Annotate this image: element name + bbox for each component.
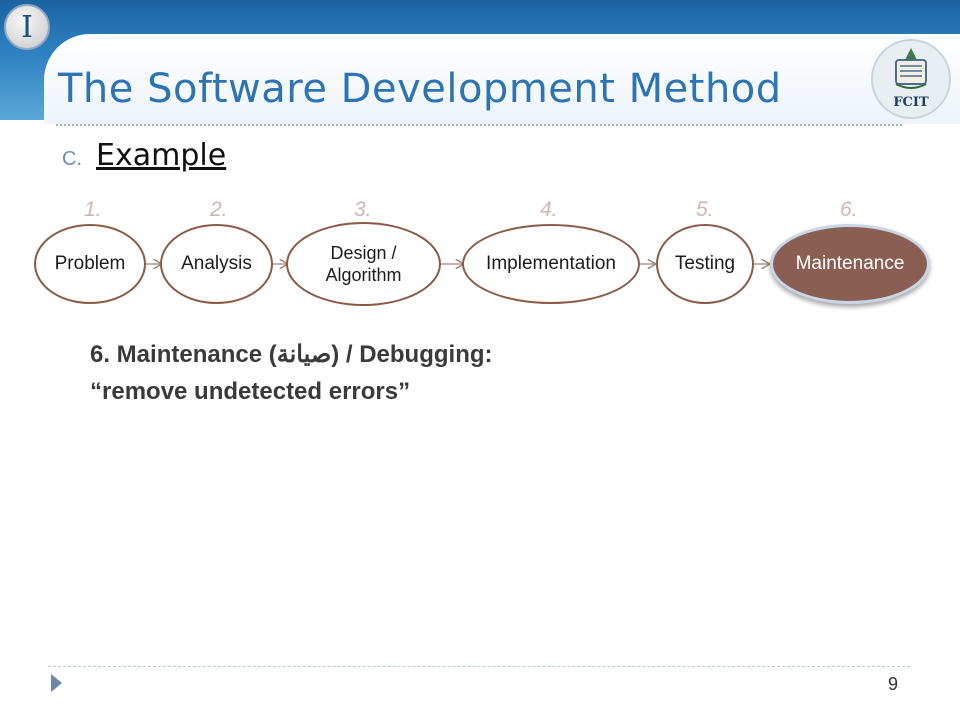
bullet-marker: C. bbox=[62, 148, 82, 170]
step-label-line2: Algorithm bbox=[325, 265, 402, 285]
fcit-logo: FCIT bbox=[871, 39, 951, 119]
maintenance-heading: 6. Maintenance (صيانة) / Debugging: bbox=[90, 341, 493, 368]
step-number: 5. bbox=[696, 198, 714, 221]
logo-text: FCIT bbox=[893, 95, 929, 110]
step-number: 3. bbox=[354, 198, 372, 221]
header-card bbox=[44, 34, 960, 124]
step-number: 4. bbox=[540, 198, 558, 221]
step-label: Problem bbox=[54, 253, 126, 275]
maintenance-description: “remove undetected errors” bbox=[90, 378, 411, 405]
bullet-item: C. Example bbox=[62, 138, 226, 173]
step-label-line1: Design / bbox=[330, 242, 397, 263]
step-label: Maintenance bbox=[795, 253, 905, 275]
step-label: Analysis bbox=[181, 253, 252, 275]
chapter-badge: I bbox=[4, 4, 50, 50]
footer-triangle-icon bbox=[51, 674, 62, 692]
step-testing: Testing bbox=[656, 224, 754, 304]
page-number: 9 bbox=[888, 674, 899, 694]
footer-divider bbox=[48, 666, 910, 667]
title-divider bbox=[56, 124, 902, 126]
step-number: 2. bbox=[210, 198, 228, 221]
step-problem: Problem bbox=[34, 224, 146, 304]
step-implementation: Implementation bbox=[462, 224, 640, 304]
step-number: 6. bbox=[840, 198, 858, 221]
slide-title: The Software Development Method bbox=[58, 66, 782, 112]
step-design-algorithm: Design / Algorithm bbox=[286, 222, 441, 306]
bullet-text: Example bbox=[96, 138, 227, 173]
step-analysis: Analysis bbox=[160, 224, 273, 304]
step-number: 1. bbox=[84, 198, 102, 221]
step-label: Testing bbox=[674, 253, 736, 275]
step-label: Implementation bbox=[486, 253, 616, 275]
step-maintenance-active: Maintenance bbox=[770, 224, 930, 304]
